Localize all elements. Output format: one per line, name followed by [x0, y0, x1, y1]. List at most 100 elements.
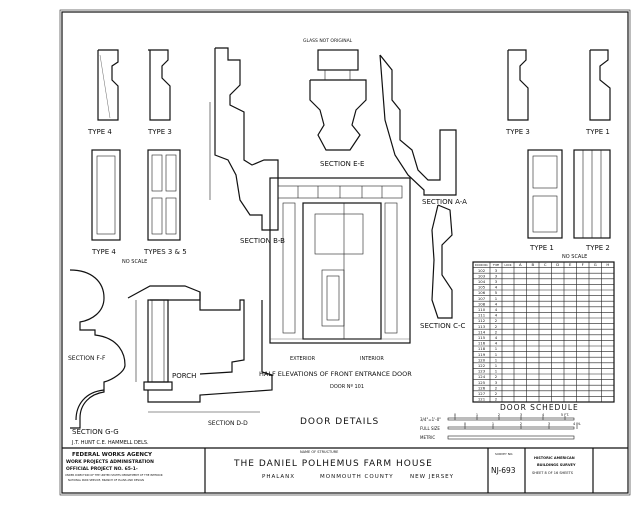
schedule-header: C: [544, 262, 547, 267]
scale-tick-label: 5 FT.: [561, 413, 569, 417]
schedule-door-no: 116: [478, 341, 486, 346]
label-section-aa: SECTION A-A: [422, 198, 467, 206]
schedule-door-no: 123: [478, 369, 486, 374]
schedule-door-type: 4: [495, 307, 498, 312]
door-elevation-type3-5: [147, 149, 181, 241]
schedule-door-type: 1: [495, 363, 498, 368]
schedule-header: LOCK: [505, 263, 512, 267]
structure-name: THE DANIEL POLHEMUS FARM HOUSE: [233, 459, 433, 469]
schedule-door-no: 118: [478, 346, 486, 351]
scale-label-full-size: FULL SIZE: [420, 426, 440, 431]
location-state: NEW JERSEY: [410, 474, 454, 480]
scale-tick-label: 2: [498, 413, 500, 417]
door-elevation-type2: [573, 149, 611, 239]
label-type3-right: TYPE 3: [505, 128, 530, 136]
label-delineators: J.T. HUNT C.E. HAMMELL DELS.: [71, 440, 149, 446]
schedule-door-no: 127: [478, 391, 486, 396]
survey-no-caption: SURVEY NO.: [495, 452, 513, 456]
label-half-elevations: HALF ELEVATIONS OF FRONT ENTRANCE DOOR: [259, 370, 412, 378]
schedule-header: B: [531, 262, 534, 267]
door-elevation-type4: [91, 149, 121, 241]
schedule-door-no: 104: [478, 279, 486, 284]
scale-tick-label: 2: [520, 422, 522, 426]
schedule-header: H: [606, 262, 609, 267]
moulding-profile-type3: [148, 49, 171, 121]
label-type1-right: TYPE 1: [585, 128, 610, 136]
schedule-header: E: [569, 262, 572, 267]
schedule-door-type: 4: [495, 341, 498, 346]
label-no-scale-left: NO SCALE: [122, 259, 147, 265]
label-type4-panel: TYPE 4: [91, 248, 116, 256]
schedule-door-type: 2: [495, 374, 498, 379]
agency-line-1: FEDERAL WORKS AGENCY: [72, 452, 153, 458]
label-glass-note: GLASS NOT ORIGINAL: [303, 38, 353, 44]
label-section-ee: SECTION E-E: [320, 160, 364, 168]
section-c-c-profile: [431, 204, 453, 319]
porch-section-d-d: [127, 285, 273, 413]
scale-tick-label: 4: [542, 413, 545, 417]
schedule-door-no: 122: [478, 363, 486, 368]
schedule-door-type: 2: [495, 324, 498, 329]
schedule-door-type: 4: [495, 285, 498, 290]
label-types35-panel: TYPES 3 & 5: [143, 248, 187, 256]
title-block: FEDERAL WORKS AGENCY WORK PROJECTS ADMIN…: [62, 447, 628, 493]
scale-tick-label: 4 IN.: [573, 422, 581, 426]
label-door-details: DOOR DETAILS: [300, 417, 379, 427]
schedule-door-type: 3: [495, 380, 498, 385]
schedule-door-no: 124: [478, 374, 486, 379]
agency-line-3: OFFICIAL PROJECT NO. 65-1-: [66, 466, 138, 472]
label-door-schedule: DOOR SCHEDULE: [500, 403, 579, 412]
front-entrance-door-elevation: [269, 177, 411, 344]
section-f-f-g-g-profile: [69, 269, 126, 429]
schedule-door-type: 2: [495, 329, 498, 334]
moulding-profile-type3-right: [507, 49, 529, 121]
schedule-door-no: 105: [478, 285, 486, 290]
survey-no: NJ-693: [491, 466, 516, 475]
scale-label-3-4: 3/4"=1'-0": [420, 417, 441, 422]
door-elevation-type1: [527, 149, 563, 239]
label-section-dd: SECTION D-D: [208, 420, 248, 427]
schedule-door-type: 3: [495, 273, 498, 278]
schedule-door-type: 2: [495, 391, 498, 396]
label-interior: INTERIOR: [360, 356, 384, 362]
label-type2-panel: TYPE 2: [585, 244, 610, 252]
schedule-door-type: 2: [495, 385, 498, 390]
label-section-gg: SECTION G-G: [72, 428, 119, 436]
schedule-door-type: 1: [495, 346, 498, 351]
moulding-profile-type4: [97, 49, 119, 121]
schedule-door-no: 107: [478, 296, 486, 301]
name-of-structure-caption: NAME OF STRUCTURE: [300, 450, 338, 454]
section-e-e-profile: [309, 49, 367, 151]
scale-tick-label: 3: [520, 413, 522, 417]
sheet-number: SHEET 8 OF 16 SHEETS: [532, 471, 574, 475]
schedule-door-no: 111: [478, 313, 486, 318]
label-porch: PORCH: [172, 372, 196, 380]
schedule-door-type: 3: [495, 268, 498, 273]
schedule-door-no: 126: [478, 385, 486, 390]
schedule-door-type: 2: [495, 318, 498, 323]
schedule-door-type: 1: [495, 296, 498, 301]
sheet-outer-border: [59, 9, 631, 496]
label-no-scale-right: NO SCALE: [562, 254, 587, 260]
location-town: PHALANX: [262, 474, 295, 480]
agency-line-5: NATIONAL PARK SERVICE, BRANCH OF PLANS A…: [68, 478, 144, 482]
schedule-door-no: 114: [478, 329, 486, 334]
scale-tick-label: 1: [476, 413, 478, 417]
scale-tick-label: 0: [454, 413, 456, 417]
section-b-b-profile: [209, 47, 279, 231]
section-a-a-profile: [379, 54, 457, 196]
label-section-ff: SECTION F-F: [68, 355, 106, 362]
schedule-door-type: 1: [495, 357, 498, 362]
sheet-border: [61, 11, 629, 494]
schedule-door-no: 106: [478, 290, 486, 295]
schedule-door-no: 121: [478, 397, 486, 402]
schedule-door-type: 5: [495, 290, 498, 295]
scale-tick-label: 1: [492, 422, 494, 426]
schedule-door-type: 4: [495, 301, 498, 306]
label-exterior: EXTERIOR: [290, 356, 316, 362]
schedule-door-no: 108: [478, 301, 486, 306]
agency-line-4: UNDER DIRECTION OF THE UNITED STATES DEP…: [65, 473, 163, 477]
schedule-door-type: 3: [495, 279, 498, 284]
schedule-header: A: [519, 262, 522, 267]
